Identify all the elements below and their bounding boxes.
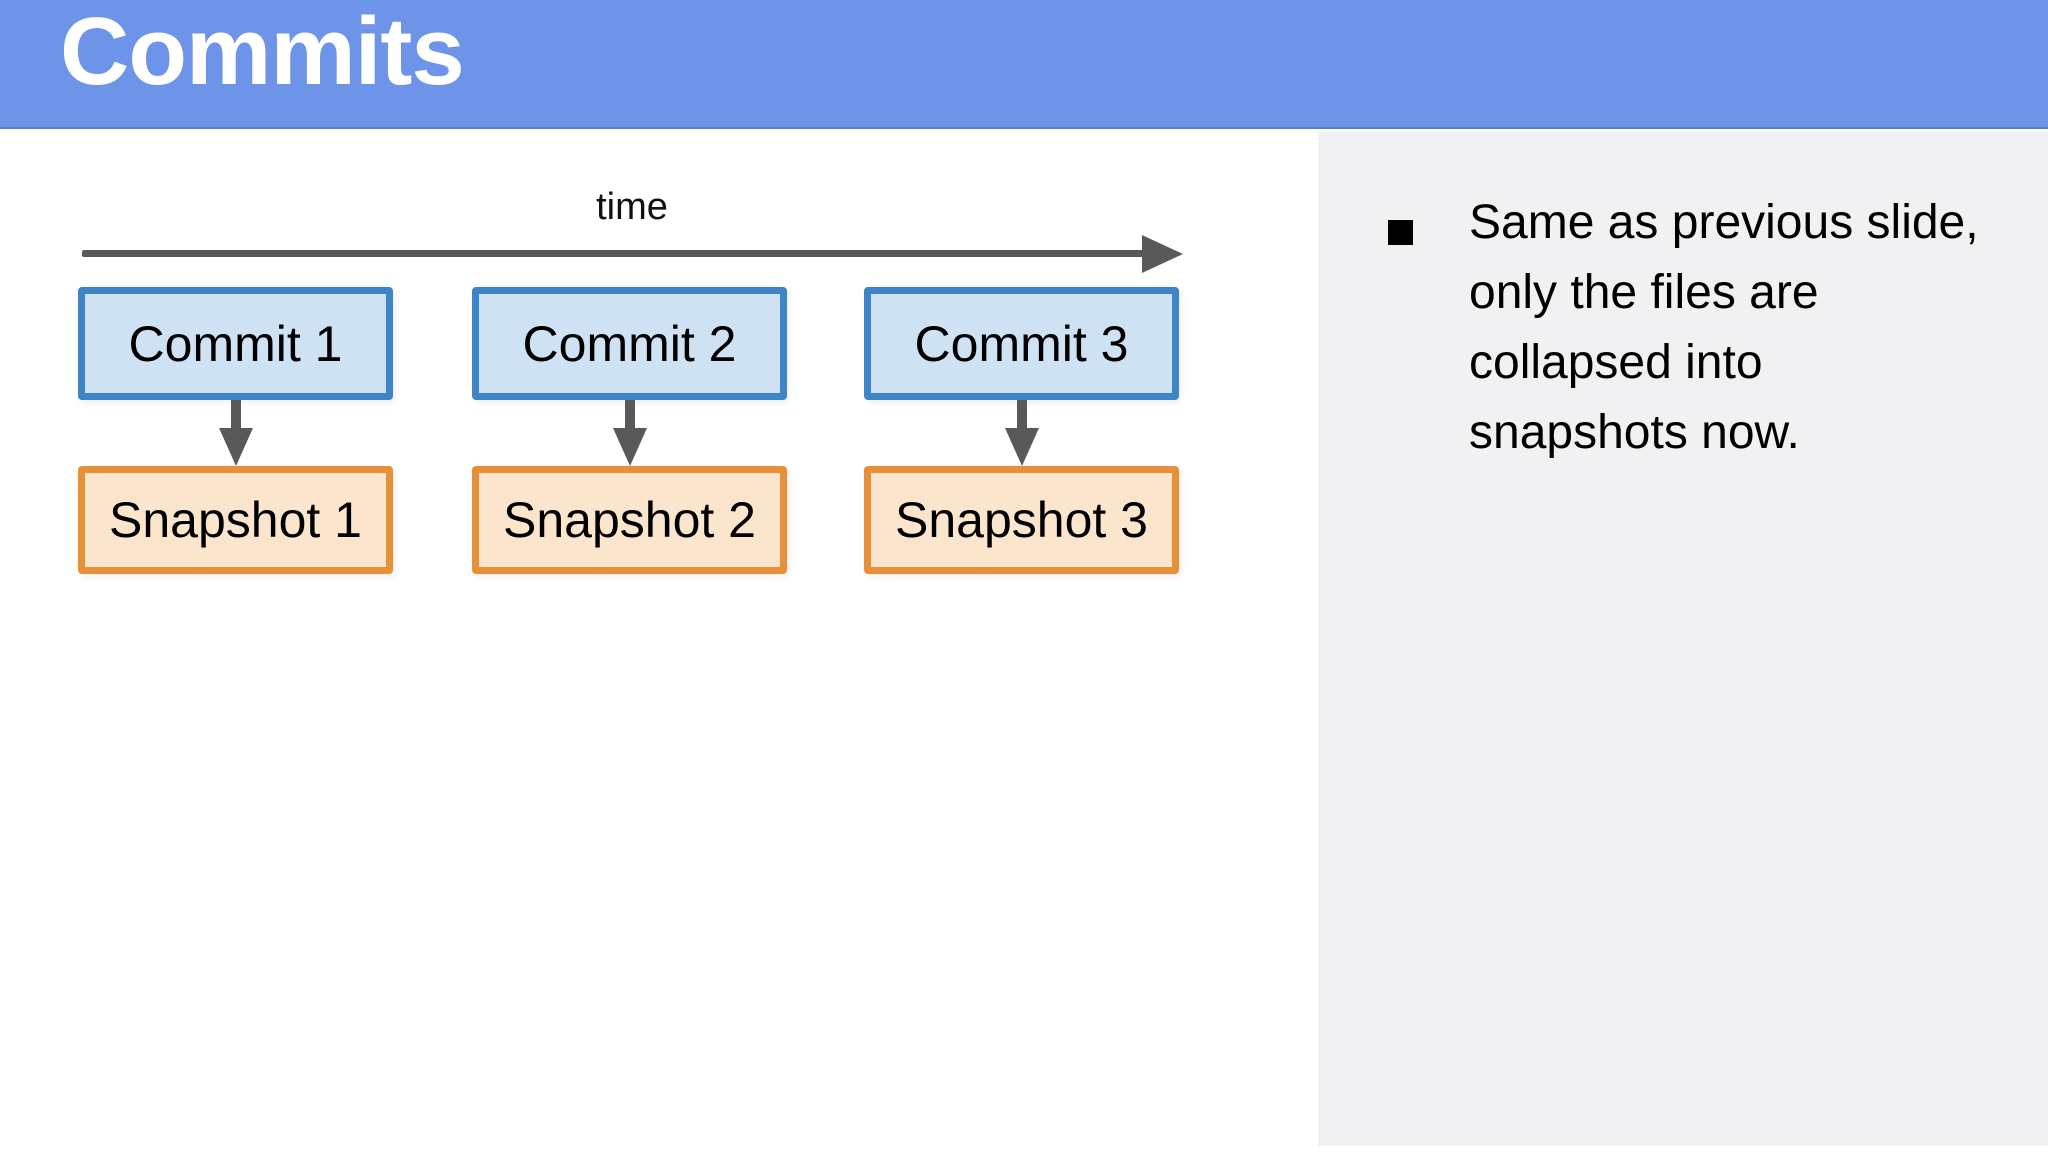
commit-3-label: Commit 3 (914, 315, 1129, 372)
time-axis-label: time (596, 186, 668, 228)
commit-3-box: Commit 3 (864, 287, 1179, 400)
snapshot-2-box: Snapshot 2 (472, 466, 787, 574)
bullet-text: Same as previous slide, only the files a… (1469, 188, 1979, 468)
slide-title: Commits (60, 0, 465, 105)
commit-2-box: Commit 2 (472, 287, 787, 400)
snapshot-1-label: Snapshot 1 (109, 492, 362, 548)
time-arrow-line (82, 250, 1144, 257)
bullet-line: Same as previous slide, (1469, 196, 1979, 249)
commit-1-box: Commit 1 (78, 287, 393, 400)
down-arrow-icon (78, 400, 393, 466)
snapshot-1-box: Snapshot 1 (78, 466, 393, 574)
down-arrow-shaft (1016, 400, 1027, 430)
diagram-canvas: time Commit 1 Snapshot 1 Commit 2 (0, 129, 1318, 1152)
notes-panel: Same as previous slide, only the files a… (1318, 132, 2048, 1146)
bullet-line: snapshots now. (1469, 406, 1800, 459)
bullet-square-icon (1388, 220, 1413, 245)
commit-column-2: Commit 2 Snapshot 2 (472, 287, 787, 574)
snapshot-2-label: Snapshot 2 (503, 492, 756, 548)
bullet-item: Same as previous slide, only the files a… (1388, 188, 1979, 468)
commit-column-1: Commit 1 Snapshot 1 (78, 287, 393, 574)
down-arrow-shaft (230, 400, 241, 430)
down-arrow-shaft (624, 400, 635, 430)
down-arrow-icon (472, 400, 787, 466)
down-arrow-icon (864, 400, 1179, 466)
down-arrow-head (218, 428, 253, 466)
bullet-line: collapsed into (1469, 336, 1763, 389)
commit-1-label: Commit 1 (128, 315, 343, 372)
snapshot-3-box: Snapshot 3 (864, 466, 1179, 574)
title-bar: Commits (0, 0, 2048, 129)
down-arrow-head (612, 428, 647, 466)
time-arrow-head-icon (1142, 235, 1183, 273)
down-arrow-head (1004, 428, 1039, 466)
commit-2-label: Commit 2 (522, 315, 737, 372)
bullet-line: only the files are (1469, 266, 1819, 319)
commit-column-3: Commit 3 Snapshot 3 (864, 287, 1179, 574)
snapshot-3-label: Snapshot 3 (895, 492, 1148, 548)
